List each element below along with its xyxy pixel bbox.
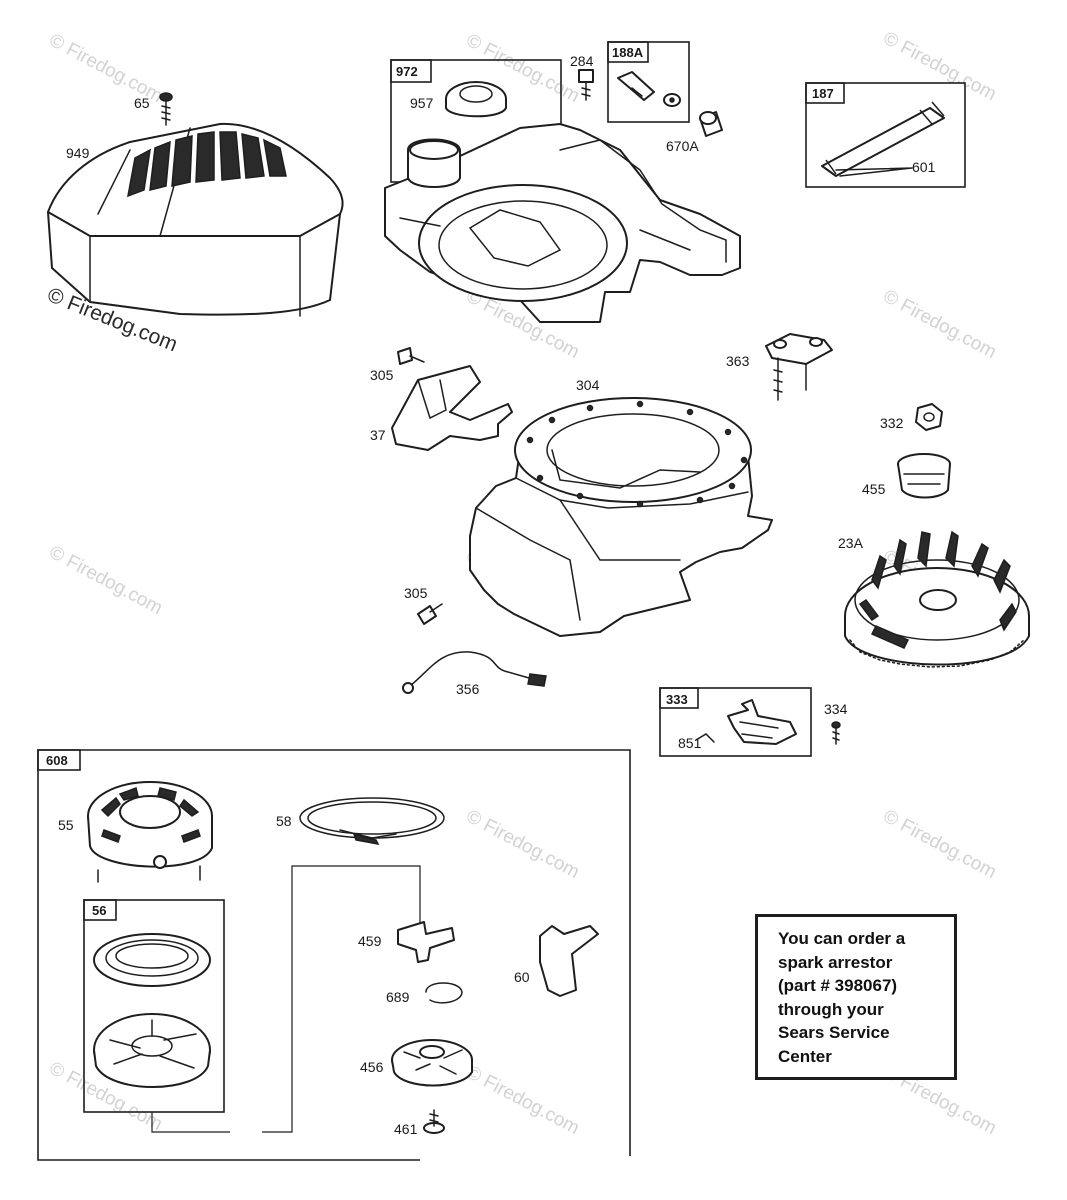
label-363: 363 [726,353,750,369]
label-459: 459 [358,933,382,949]
part-949-cover [47,122,344,317]
part-37-guard [391,365,513,451]
housing-bolt-holes [526,400,748,508]
label-333: 333 [666,692,688,707]
part-333-ignition-module [695,699,797,745]
label-65: 65 [134,95,150,111]
box-333-tag [659,687,699,709]
box-333-frame [659,687,812,757]
label-972: 972 [396,64,418,79]
spark-arrestor-notice: You can order a spark arrestor (part # 3… [755,914,957,1080]
label-455: 455 [862,481,886,497]
box-187-frame [805,82,966,188]
label-56: 56 [92,903,106,918]
part-459-pawl [397,921,455,963]
assembly-leaders [151,865,421,1133]
housing-vents [100,787,201,843]
label-332: 332 [880,415,904,431]
flywheel-fins [858,530,1017,632]
notice-line: (part # 398067) [778,976,898,995]
box-188A-tag [607,41,649,63]
notice-line: Sears Service [778,1023,890,1042]
label-55: 55 [58,817,74,833]
watermark: © Firedog.com [880,806,1000,883]
part-334-screw [831,721,841,745]
box-187-tag [805,82,845,104]
label-957: 957 [410,95,434,111]
label-608: 608 [46,753,68,768]
part-55-starter-housing [87,781,213,883]
part-957-fuel-cap [445,81,507,118]
part-332-nut [915,403,943,431]
box-56-tag [83,899,117,921]
label-851: 851 [678,735,702,751]
part-689-clip [425,982,463,1004]
label-304: 304 [576,377,600,393]
label-670A: 670A [666,138,699,154]
notice-line: spark arrestor [778,952,893,972]
label-58: 58 [276,813,292,829]
label-461: 461 [394,1121,418,1137]
part-455-starter-cup [897,453,951,499]
label-23A: 23A [838,535,864,551]
notice-line: through your [778,999,884,1019]
watermark: © Firedog.com [463,1062,583,1139]
part-65-screw [159,92,173,126]
box-187 [805,82,966,188]
part-461-screw [423,1109,445,1134]
label-188A: 188A [612,45,644,60]
label-949: 949 [66,145,90,161]
part-363-bracket [765,333,833,401]
box-56 [83,899,225,1113]
box-56-frame [83,899,225,1113]
label-284: 284 [570,53,594,69]
label-37: 37 [370,427,386,443]
label-187: 187 [812,86,834,101]
part-601-fuel-line [821,101,945,177]
label-689: 689 [386,989,410,1005]
label-456: 456 [360,1059,384,1075]
part-fuel-tank-shroud [384,123,741,323]
box-972-tag [390,59,432,83]
part-304-blower-housing [469,397,773,637]
cover-grille [127,131,287,198]
part-670A-bushing [699,111,723,137]
watermark: © Firedog.com [880,286,1000,363]
label-601: 601 [912,159,936,175]
part-56-spring [93,933,211,987]
label-60: 60 [514,969,530,985]
label-305-lower: 305 [404,585,428,601]
watermark: © Firedog.com [880,28,1000,105]
watermark: © Firedog.com [463,806,583,883]
box-608-tag [37,749,81,771]
part-305-screw-upper [397,347,425,365]
part-56-pulley [93,1013,211,1088]
notice-line: You can order a [778,929,906,948]
label-334: 334 [824,701,848,717]
notice-line: Center [778,1046,832,1066]
part-60-handle [539,925,599,997]
part-356-ground-wire [402,651,547,694]
label-305-upper: 305 [370,367,394,383]
box-608 [37,749,631,1161]
part-23A-flywheel [844,530,1030,668]
part-284-bolt [578,69,594,101]
part-58-starter-rope [299,797,445,846]
part-305-screw-lower [417,603,443,625]
label-356: 356 [456,681,480,697]
box-188A [607,41,690,123]
part-188A-fitting [617,71,681,107]
part-456-ratchet [391,1039,473,1087]
box-333 [659,687,812,757]
watermark: © Firedog.com [46,542,166,619]
